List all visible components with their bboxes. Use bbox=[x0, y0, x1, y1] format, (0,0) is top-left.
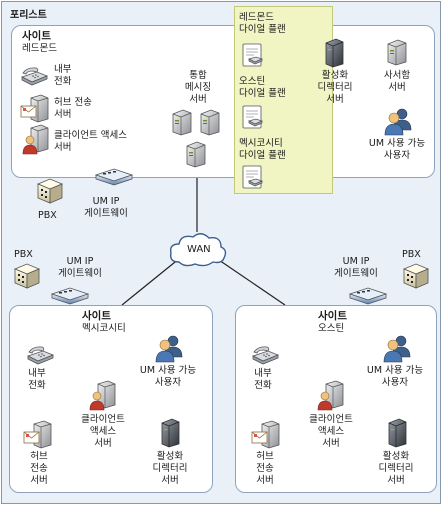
client-access-server-icon bbox=[316, 380, 346, 412]
link-wan-austin bbox=[215, 257, 286, 306]
um-server-icon bbox=[169, 108, 193, 136]
client-access-server-icon bbox=[21, 124, 51, 156]
client-access-server-icon bbox=[88, 380, 118, 412]
um-users-icon bbox=[383, 106, 413, 136]
internal-phone-icon bbox=[19, 65, 49, 87]
hub-transport-server-icon bbox=[22, 420, 54, 450]
dial-plan-icon bbox=[240, 104, 266, 130]
um-users-icon bbox=[154, 333, 184, 363]
forest-label: 포리스트 bbox=[10, 10, 47, 21]
wan-label: WAN bbox=[187, 244, 211, 255]
site-austin-name: 오스틴 bbox=[318, 323, 345, 334]
link-wan-mexico bbox=[121, 257, 181, 306]
hub-transport-server-icon bbox=[19, 94, 51, 124]
pbx-icon bbox=[35, 176, 65, 206]
redmond-pbx-label: PBX bbox=[38, 210, 57, 221]
mexico-pbx-label: PBX bbox=[14, 249, 33, 260]
active-directory-server-icon bbox=[158, 418, 182, 448]
um-server-icon bbox=[197, 108, 221, 136]
site-austin-title: 사이트 bbox=[318, 310, 347, 322]
site-redmond-name: 레드몬드 bbox=[22, 43, 57, 54]
dial-plan-icon bbox=[240, 164, 266, 190]
site-redmond: 사이트 레드몬드 bbox=[11, 25, 435, 178]
site-mexico-title: 사이트 bbox=[82, 310, 111, 322]
mailbox-server-icon bbox=[384, 38, 408, 66]
pbx-icon bbox=[12, 261, 42, 291]
ip-gateway-icon bbox=[94, 166, 134, 188]
dial-plans-panel bbox=[234, 6, 333, 194]
active-directory-server-icon bbox=[322, 38, 346, 68]
wan-cloud-icon bbox=[169, 233, 227, 267]
hub-transport-server-icon bbox=[250, 420, 282, 450]
austin-pbx-label: PBX bbox=[402, 249, 421, 260]
um-users-icon bbox=[382, 333, 412, 363]
site-mexico-name: 멕시코시티 bbox=[82, 323, 126, 334]
internal-phone-icon bbox=[250, 344, 280, 366]
ip-gateway-icon bbox=[50, 285, 90, 307]
um-server-icon bbox=[183, 140, 207, 168]
site-redmond-title: 사이트 bbox=[22, 30, 51, 42]
active-directory-server-icon bbox=[385, 418, 409, 448]
pbx-icon bbox=[401, 261, 431, 291]
dial-plan-icon bbox=[240, 42, 266, 68]
ip-gateway-icon bbox=[348, 285, 388, 307]
internal-phone-icon bbox=[25, 344, 55, 366]
